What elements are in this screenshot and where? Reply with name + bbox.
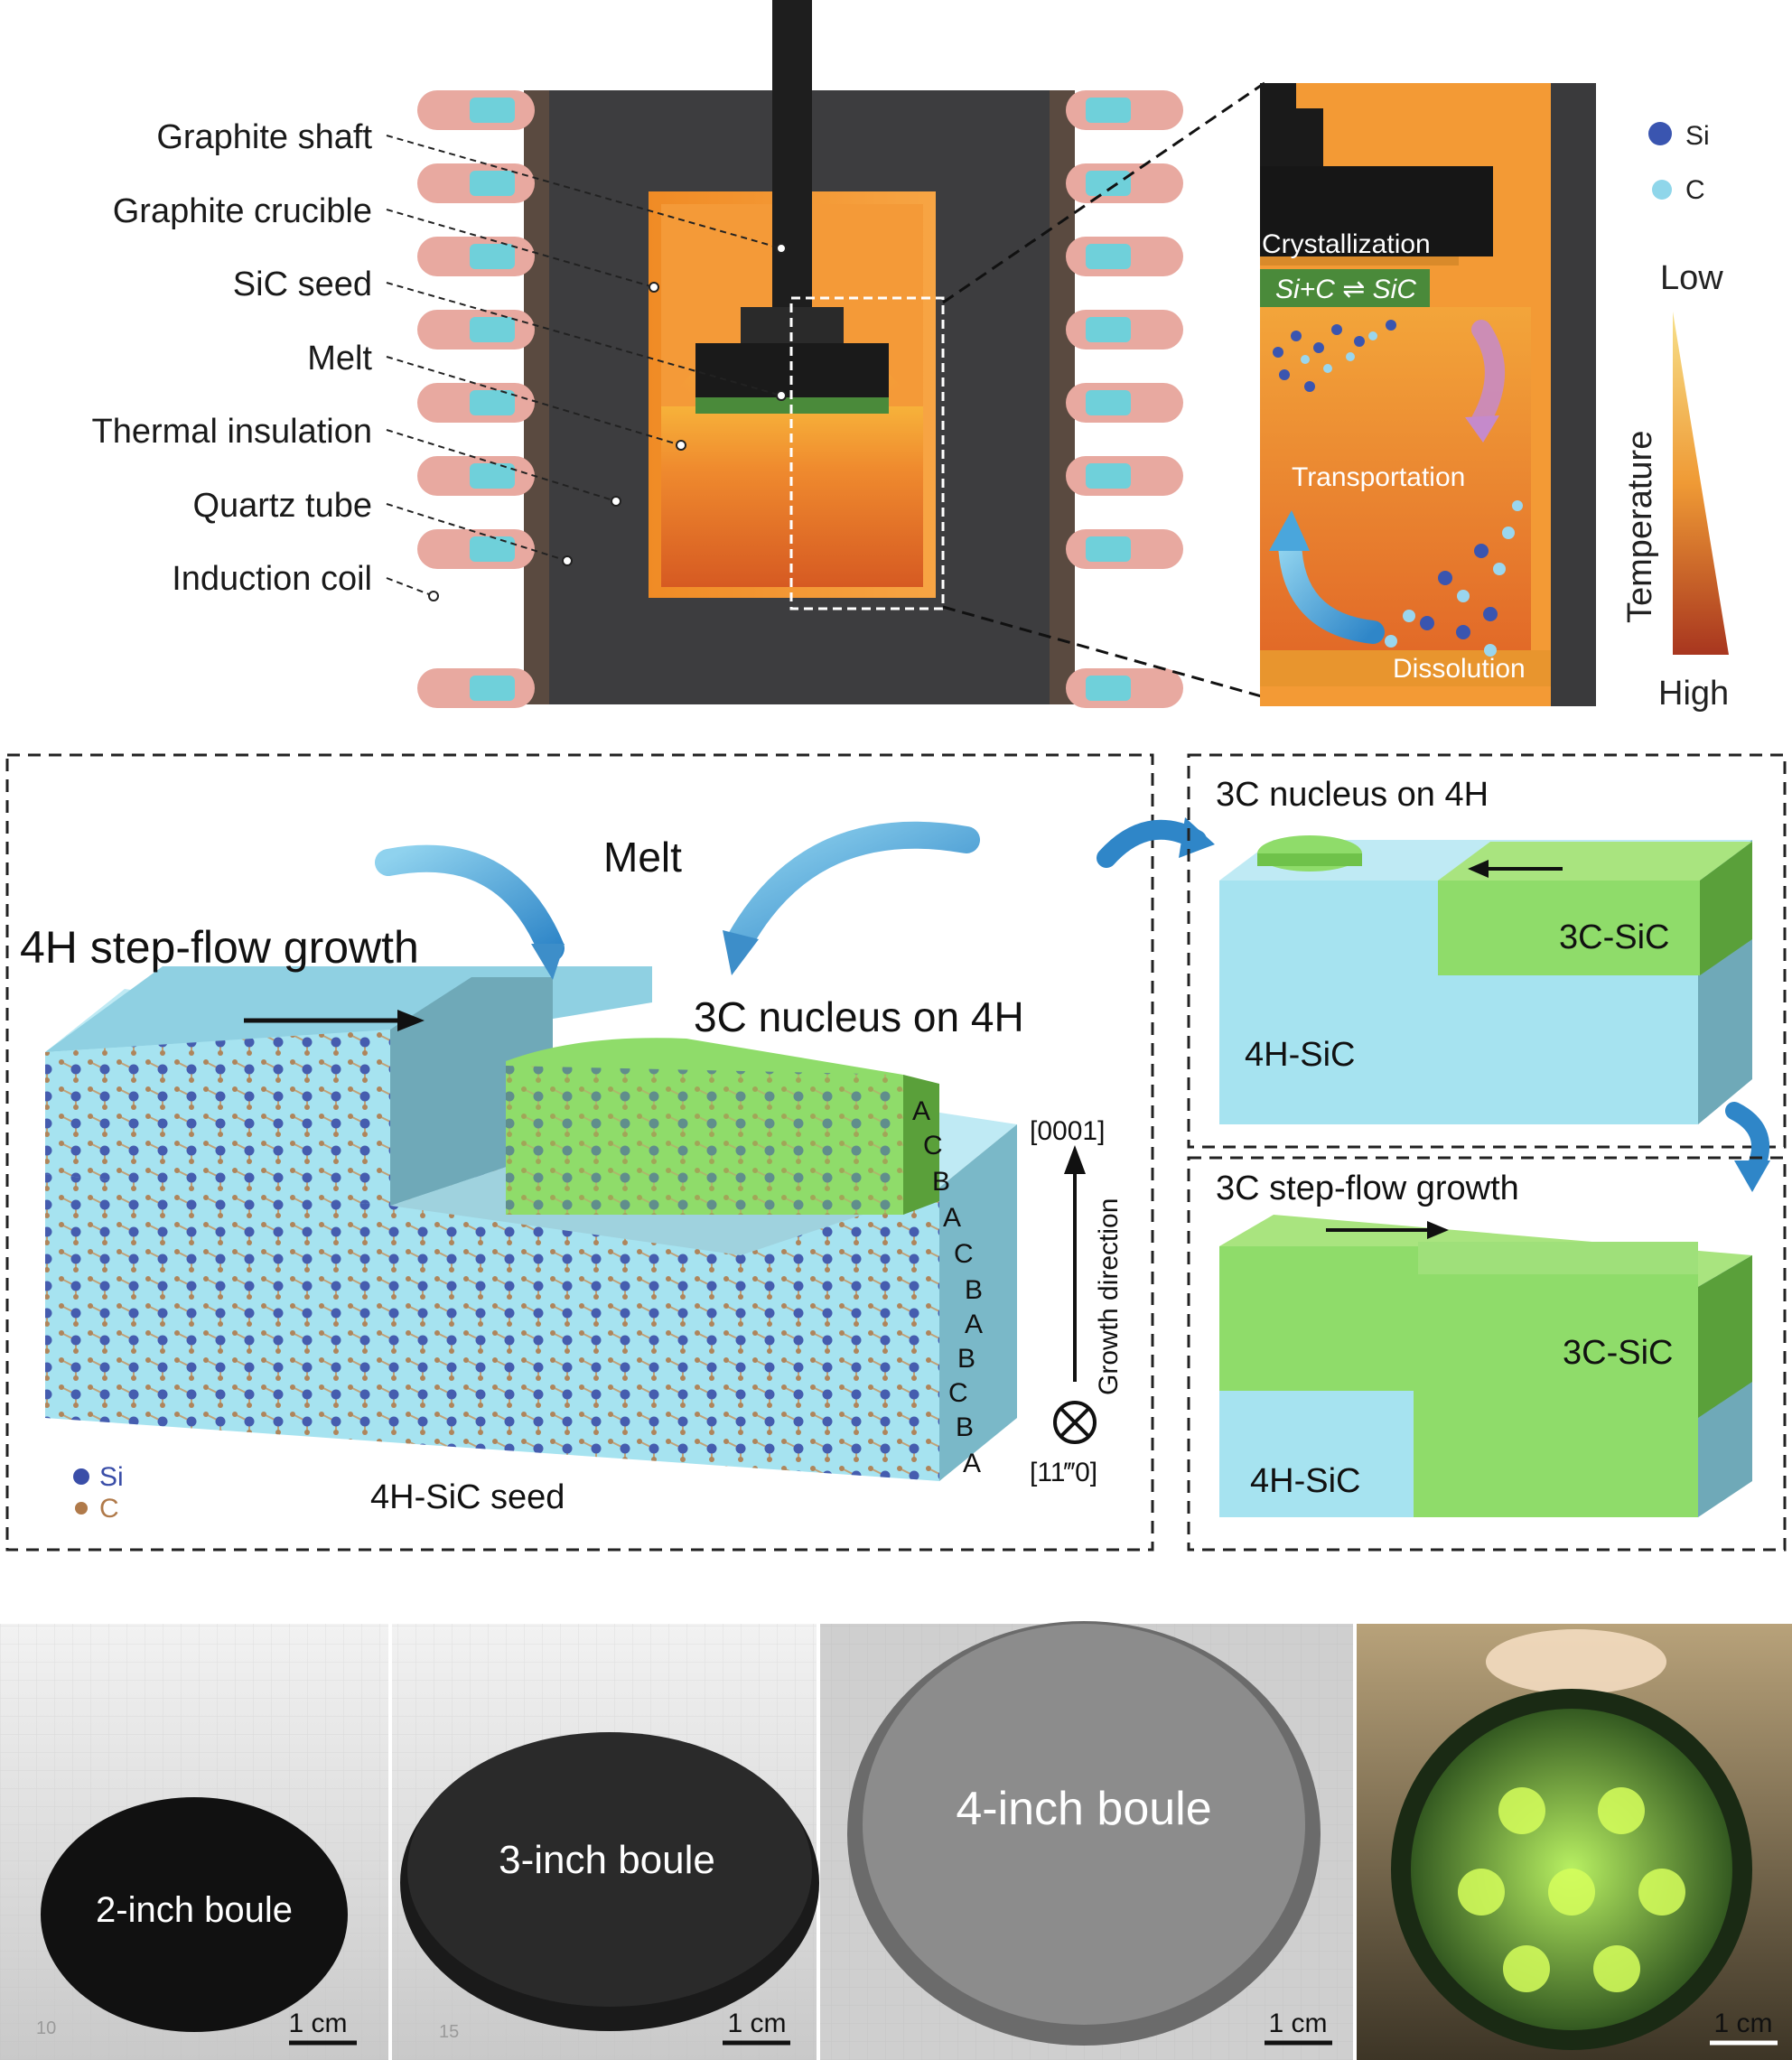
svg-text:C: C — [99, 1494, 119, 1524]
panel-3c-nucleus-bottom-label: 4H-SiC — [1245, 1036, 1355, 1074]
label-sic-seed: SiC seed — [233, 266, 372, 303]
svg-text:B: B — [932, 1167, 950, 1197]
label-thermal-insulation: Thermal insulation — [92, 413, 372, 451]
temperature-title: Temperature — [1621, 431, 1659, 623]
photo-4inch-scale: 1 cm — [1268, 2009, 1327, 2038]
label-melt: Melt — [307, 340, 372, 378]
panel-3c-nucleus-title: 3C nucleus on 4H — [1216, 776, 1489, 814]
label-graphite-crucible: Graphite crucible — [113, 192, 372, 230]
svg-text:C: C — [923, 1131, 943, 1160]
photo-2inch-ruler: 10 — [36, 2018, 56, 2038]
photo-luminescence-scale: 1 cm — [1713, 2009, 1772, 2038]
label-graphite-shaft: Graphite shaft — [156, 118, 372, 156]
inset-dissolution: Dissolution — [1393, 654, 1526, 684]
legend-atoms-top: Si C — [1648, 121, 1710, 205]
svg-text:Si: Si — [1685, 121, 1710, 151]
temperature-high: High — [1658, 675, 1729, 713]
svg-text:A: A — [943, 1203, 961, 1233]
axis-0001: [0001] — [1030, 1116, 1105, 1146]
inset-crystallization: Crystallization — [1262, 229, 1431, 259]
si-atom-icon — [1648, 122, 1672, 145]
si-atom-icon — [73, 1468, 89, 1485]
svg-text:A: A — [965, 1310, 983, 1339]
graphite-shaft — [772, 0, 812, 312]
c-atom-icon — [75, 1502, 88, 1515]
svg-text:C: C — [948, 1378, 968, 1408]
svg-text:B: B — [957, 1344, 975, 1374]
panel-3c-nucleus: 3C nucleus on 4H 3C-SiC 4H-SiC — [1187, 753, 1787, 1192]
svg-text:B: B — [965, 1275, 983, 1305]
label-melt-arrows: Melt — [603, 834, 682, 881]
svg-text:C: C — [1685, 175, 1705, 205]
svg-text:B: B — [956, 1412, 974, 1442]
label-4h-step-flow: 4H step-flow growth — [20, 922, 419, 973]
temperature-scale: Low High Temperature — [1621, 259, 1729, 713]
svg-text:A: A — [963, 1449, 981, 1478]
photo-2inch: 2-inch boule 10 1 cm — [0, 1624, 388, 2060]
furnace-diagram: Graphite shaft Graphite crucible SiC see… — [92, 0, 1265, 708]
growth-direction: Growth direction — [1094, 1198, 1124, 1395]
photo-3inch-ruler: 15 — [439, 2022, 459, 2042]
panel-3c-step-flow-top-label: 3C-SiC — [1563, 1334, 1673, 1372]
photo-4inch-label: 4-inch boule — [956, 1783, 1211, 1835]
photo-luminescence: 1 cm — [1357, 1624, 1792, 2060]
photo-2inch-scale: 1 cm — [288, 2009, 347, 2038]
panel-3c-step-flow: 3C step-flow growth 3C-SiC 4H-SiC — [1187, 1156, 1787, 1552]
inset-transportation: Transportation — [1292, 462, 1465, 492]
c-atom-icon — [1652, 180, 1672, 200]
svg-text:C: C — [954, 1239, 974, 1269]
photo-2inch-label: 2-inch boule — [96, 1890, 293, 1930]
photo-4inch: 4-inch boule 1 cm — [820, 1621, 1353, 2060]
svg-text:Si: Si — [99, 1462, 124, 1492]
panel-3c-step-flow-bottom-label: 4H-SiC — [1250, 1462, 1360, 1500]
photo-3inch-label: 3-inch boule — [499, 1838, 715, 1882]
photo-3inch: 3-inch boule 15 1 cm — [392, 1624, 819, 2060]
svg-text:A: A — [912, 1096, 930, 1126]
growth-mechanism-panel: Melt 4H step-flow growth 3C nucleus on 4… — [5, 753, 1215, 1552]
induction-coil — [417, 90, 1183, 708]
stacking-sequence: A C B A C B A B C B A — [912, 1096, 983, 1478]
label-induction-coil: Induction coil — [172, 560, 372, 598]
axis-1120: [11‴0] — [1030, 1458, 1097, 1487]
label-4h-seed: 4H-SiC seed — [370, 1478, 565, 1516]
growth-inset: Crystallization Si+C ⇌ SiC Transportatio… — [1260, 83, 1596, 706]
inset-reaction: Si+C ⇌ SiC — [1275, 275, 1416, 304]
temperature-low: Low — [1660, 259, 1723, 297]
photo-3inch-scale: 1 cm — [727, 2009, 786, 2038]
panel-3c-nucleus-top-label: 3C-SiC — [1559, 918, 1669, 956]
label-quartz-tube: Quartz tube — [192, 487, 372, 525]
label-3c-nucleus: 3C nucleus on 4H — [694, 993, 1024, 1040]
panel-3c-step-flow-title: 3C step-flow growth — [1216, 1170, 1519, 1207]
